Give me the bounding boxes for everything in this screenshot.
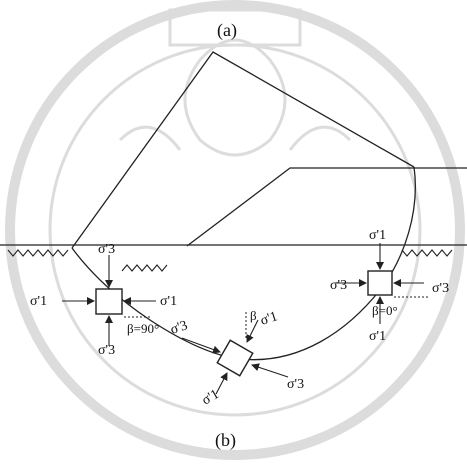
right-sigma1-bottom: σ'1	[369, 329, 386, 344]
bottom-sigma3-left: σ'3	[169, 318, 190, 338]
left-sigma3-top: σ'3	[98, 242, 115, 257]
right-beta-label: β=0°	[372, 303, 398, 318]
ground-hatch-left	[7, 249, 69, 257]
right-stress-element: σ'1 σ'3 σ'3 β=0° σ'1	[330, 228, 449, 344]
bottom-sigma1-bottom: σ'1	[200, 387, 222, 409]
left-sigma3-bottom: σ'3	[98, 343, 115, 358]
bottom-sigma1-top: σ'1	[259, 309, 280, 329]
bottom-stress-element: σ'3 β σ'1 σ'1 σ'3	[169, 308, 304, 408]
bottom-beta-label: β	[250, 308, 257, 323]
panel-label-b: (b)	[215, 430, 236, 451]
bottom-element-square	[216, 339, 254, 377]
embankment-profile	[186, 167, 467, 247]
ground-hatch-middle	[121, 264, 168, 272]
slip-surface-arc	[71, 166, 416, 361]
left-element-square	[95, 288, 123, 315]
right-element-square	[367, 270, 393, 296]
right-sigma1-top: σ'1	[369, 228, 386, 243]
right-sigma3-right: σ'3	[432, 281, 449, 296]
initial-slope-profile	[71, 51, 415, 249]
watermark-seal	[5, 0, 465, 460]
left-stress-element: σ'3 σ'1 σ'1 σ'3 β=90°	[30, 242, 177, 358]
left-sigma1-left: σ'1	[30, 294, 47, 309]
panel-label-a: (a)	[217, 20, 237, 41]
right-sigma3-left: σ'3	[330, 278, 347, 293]
left-beta-label: β=90°	[127, 321, 159, 336]
bottom-sigma3-right: σ'3	[287, 377, 304, 392]
ground-hatch-right	[401, 249, 453, 257]
left-sigma1-right: σ'1	[160, 294, 177, 309]
